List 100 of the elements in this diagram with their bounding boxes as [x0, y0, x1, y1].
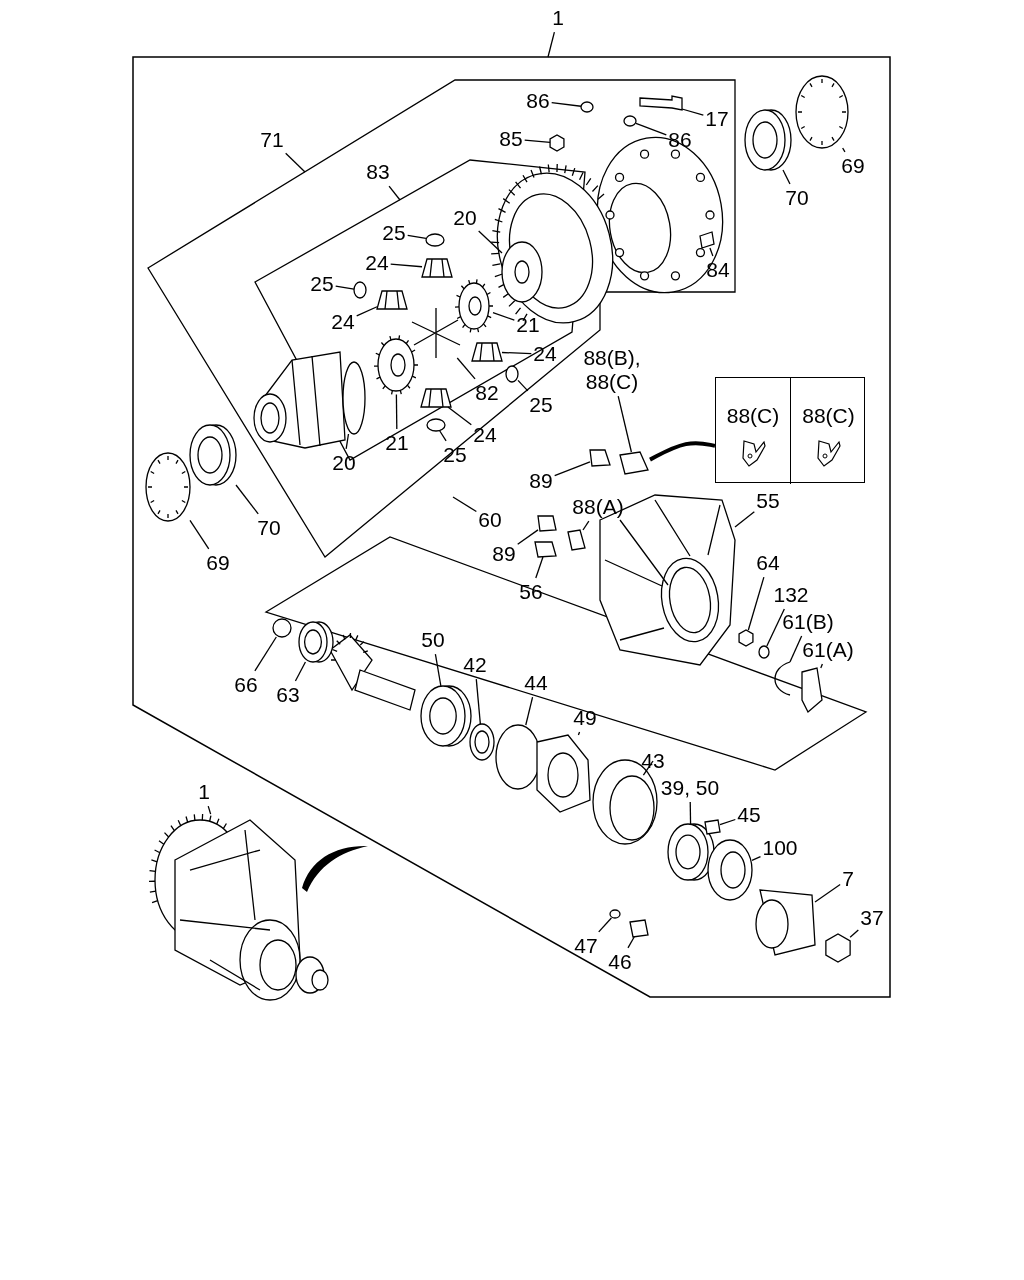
callout-number: 24	[533, 341, 557, 367]
callout-number: 100	[762, 835, 798, 861]
washer-drawing	[425, 233, 445, 247]
leader-line	[517, 529, 539, 545]
leader-line	[254, 636, 277, 672]
gear-drawing	[420, 388, 452, 408]
leader-line	[598, 917, 613, 933]
callout-number: 24	[365, 250, 389, 276]
callout-number: 47	[574, 933, 598, 959]
washer-drawing	[426, 418, 446, 432]
callout-number: 89	[529, 468, 553, 494]
leader-line	[642, 760, 654, 776]
leader-line	[335, 285, 355, 290]
leader-line	[439, 430, 447, 442]
callout-number: 63	[276, 682, 300, 708]
callout-number: 61(A)	[802, 637, 854, 663]
bearing-drawing	[298, 621, 334, 663]
leader-line	[814, 883, 841, 903]
callout-number: 17	[705, 106, 729, 132]
callout-number: 37	[860, 905, 884, 931]
leader-line	[681, 108, 704, 116]
leader-line	[582, 520, 590, 531]
callout-number: 88(C)	[725, 404, 781, 429]
callout-number: 39, 50	[660, 775, 720, 801]
callout-number: 21	[516, 312, 540, 338]
callout-number: 71	[260, 127, 284, 153]
leader-line	[577, 731, 581, 736]
leader-line	[747, 576, 765, 631]
leader-line	[452, 496, 477, 513]
leader-line	[719, 818, 736, 826]
callout-number: 25	[310, 271, 334, 297]
bolt-drawing	[589, 449, 611, 467]
callout-number: 70	[785, 185, 809, 211]
callout-number: 1	[198, 779, 210, 805]
leader-line	[766, 608, 785, 647]
callout-number: 43	[641, 748, 665, 774]
notched-ring-drawing	[795, 75, 849, 149]
callout-number: 61(B)	[782, 609, 834, 635]
callout-number: 85	[499, 126, 523, 152]
leader-line	[820, 663, 823, 669]
leader-line	[524, 139, 551, 144]
clip-drawing	[774, 661, 791, 696]
callout-number: 55	[756, 488, 780, 514]
leader-line	[407, 234, 427, 240]
gear-drawing	[373, 334, 419, 396]
callout-number: 1	[552, 5, 564, 31]
leader-line	[842, 147, 846, 153]
callout-number: 49	[573, 705, 597, 731]
leader-line	[475, 678, 481, 725]
leader-line	[517, 379, 529, 392]
leader-line	[356, 306, 378, 317]
callout-number: 60	[478, 507, 502, 533]
callout-number: 69	[206, 550, 230, 576]
callout-number: 25	[443, 442, 467, 468]
leader-line	[709, 247, 714, 257]
leader-line	[734, 511, 755, 528]
leader-line	[689, 801, 692, 825]
callout-number: 84	[706, 257, 730, 283]
differential-assembly-drawing	[148, 813, 329, 1001]
callout-number: 66	[234, 672, 258, 698]
leader-line	[285, 152, 306, 173]
leader-line	[492, 311, 515, 321]
callout-number: 42	[463, 652, 487, 678]
callout-number: 45	[737, 802, 761, 828]
leader-line	[207, 805, 212, 815]
leader-line	[501, 351, 532, 355]
callout-number: 70	[257, 515, 281, 541]
thrust-washer-drawing	[501, 241, 543, 303]
gear-drawing	[421, 258, 453, 278]
callout-number: 24	[331, 309, 355, 335]
bolt-drawing	[537, 515, 557, 532]
leader-line	[751, 855, 762, 861]
callout-number: 88(C)	[801, 404, 856, 429]
callout-number: 7	[842, 866, 854, 892]
nut-drawing	[825, 933, 851, 963]
leader-line	[235, 484, 259, 515]
callout-number: 88(B), 88(C)	[578, 345, 646, 395]
leader-line	[617, 395, 633, 453]
leader-line	[627, 936, 635, 949]
gear-drawing	[376, 290, 408, 310]
bolt-drawing	[534, 541, 557, 558]
washer-drawing	[758, 645, 770, 659]
leader-line	[535, 556, 544, 579]
callout-number: 24	[473, 422, 497, 448]
callout-number: 20	[453, 205, 477, 231]
callout-number: 89	[492, 541, 516, 567]
callout-number: 86	[526, 88, 550, 114]
bolt-drawing	[699, 231, 715, 249]
bearing-drawing	[744, 109, 792, 171]
clip-drawing	[801, 667, 823, 714]
seal-drawing	[469, 723, 495, 761]
washer-drawing	[353, 281, 367, 299]
callout-number: 44	[524, 670, 548, 696]
leader-line	[390, 263, 423, 268]
callout-number: 83	[366, 159, 390, 185]
leader-line	[345, 433, 350, 450]
callout-number: 21	[385, 430, 409, 456]
leader-line	[189, 519, 210, 550]
leader-line	[456, 357, 476, 380]
callout-number: 50	[421, 627, 445, 653]
